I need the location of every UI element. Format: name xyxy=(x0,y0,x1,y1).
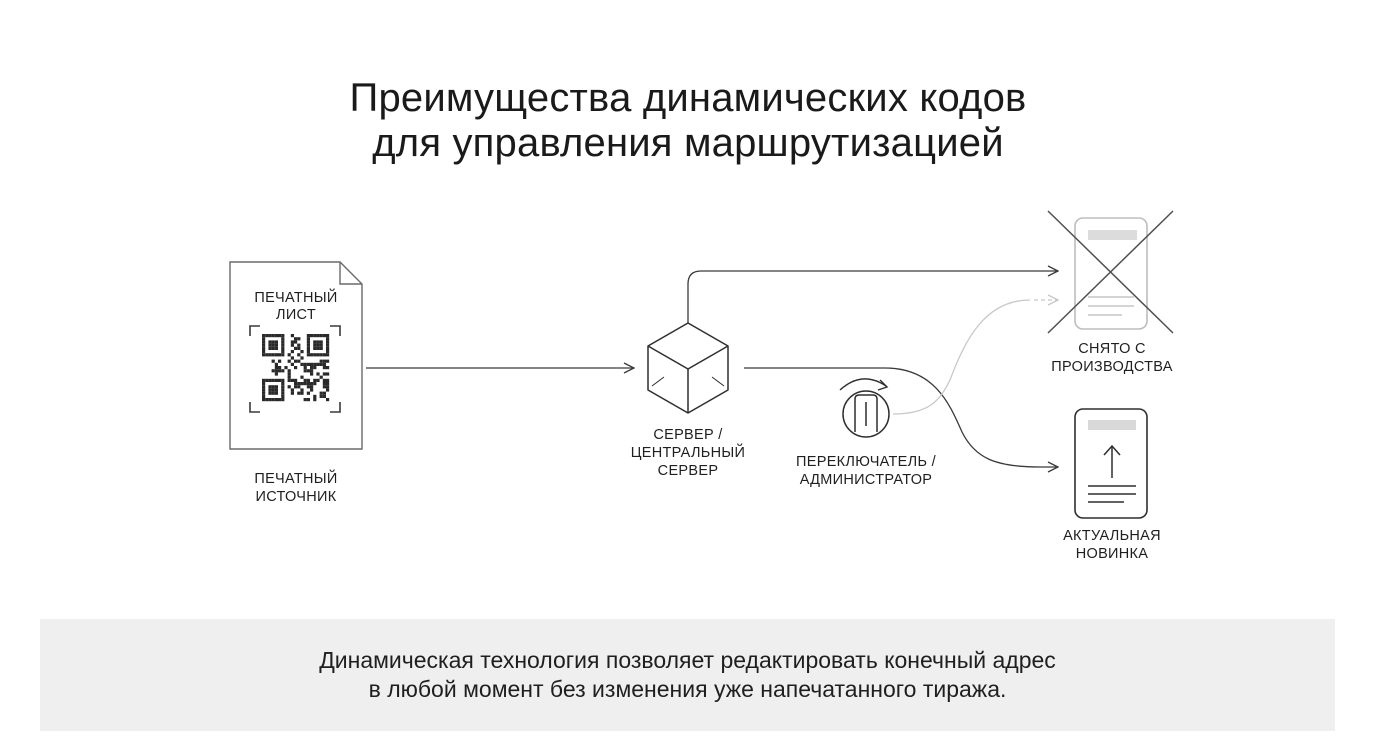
discontinued-label-line-2: ПРОИЗВОДСТВА xyxy=(1051,359,1173,375)
current-label-line-1: АКТУАЛЬНАЯ xyxy=(1063,528,1161,544)
arrow-server-to-current xyxy=(744,367,1058,467)
server-label-line-2: ЦЕНТРАЛЬНЫЙ xyxy=(630,445,746,461)
caption-line-1: Динамическая технология позволяет редакт… xyxy=(319,647,1056,673)
sheet-inner-line-1: ПЕЧАТНЫЙ xyxy=(254,290,338,306)
switch-dial-icon xyxy=(839,378,890,438)
server-label: СЕРВЕР / ЦЕНТРАЛЬНЫЙ СЕРВЕР xyxy=(608,426,768,480)
arrow-server-to-discontinued xyxy=(687,271,1058,323)
server-label-line-1: СЕРВЕР / xyxy=(653,427,723,443)
discontinued-label: СНЯТО С ПРОИЗВОДСТВА xyxy=(1032,340,1192,376)
server-label-line-3: СЕРВЕР xyxy=(657,463,719,479)
sheet-inner-label: ПЕЧАТНЫЙ ЛИСТ xyxy=(240,290,352,324)
switch-label-line-1: ПЕРЕКЛЮЧАТЕЛЬ / xyxy=(796,454,936,470)
sheet-inner-line-2: ЛИСТ xyxy=(276,307,316,323)
discontinued-label-line-1: СНЯТО С xyxy=(1078,341,1146,357)
current-label-line-2: НОВИНКА xyxy=(1075,546,1149,562)
sheet-label: ПЕЧАТНЫЙ ИСТОЧНИК xyxy=(220,470,372,506)
qr-code xyxy=(262,334,330,402)
sheet-label-line-1: ПЕЧАТНЫЙ xyxy=(254,471,338,487)
phone-upload-icon xyxy=(1074,408,1148,519)
title-line-1: Преимущества динамических кодов xyxy=(349,76,1027,120)
crossed-phone-icon xyxy=(1047,210,1174,334)
sheet-label-line-2: ИСТОЧНИК xyxy=(255,489,337,505)
caption-box: Динамическая технология позволяет редакт… xyxy=(40,619,1335,731)
caption-line-2: в любой момент без изменения уже напечат… xyxy=(368,676,1007,702)
switch-label: ПЕРЕКЛЮЧАТЕЛЬ / АДМИНИСТРАТОР xyxy=(776,453,956,489)
title-line-2: для управления маршрутизацией xyxy=(372,121,1004,165)
faded-route-switch-to-discontinued xyxy=(892,299,1031,415)
switch-label-line-2: АДМИНИСТРАТОР xyxy=(799,472,933,488)
document-qr-icon xyxy=(229,261,363,450)
current-label: АКТУАЛЬНАЯ НОВИНКА xyxy=(1032,527,1192,563)
cube-icon xyxy=(647,322,729,414)
diagram-title: Преимущества динамических кодов для упра… xyxy=(0,76,1376,166)
